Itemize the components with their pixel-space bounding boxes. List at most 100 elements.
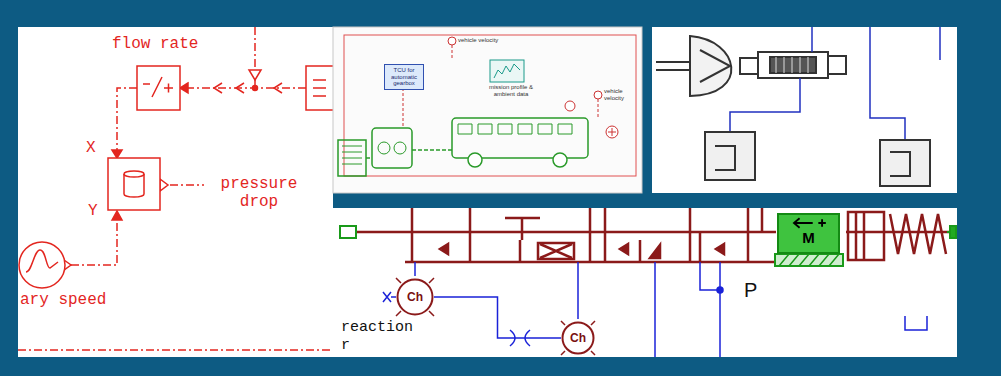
vehicle-model (452, 118, 588, 158)
vehicle-model (598, 99, 599, 118)
valve-body (412, 208, 762, 232)
master-cylinder (776, 57, 808, 73)
valve-body (890, 214, 946, 254)
diagram-label: ary speed (20, 292, 106, 310)
chamber-arrows (396, 278, 434, 316)
vehicle-model (594, 91, 602, 99)
signal-arrow (112, 211, 122, 220)
hydraulic-line (577, 262, 579, 319)
valve-body (650, 245, 660, 258)
sine-source (19, 242, 65, 288)
vehicle-model (606, 126, 618, 138)
chamber-circle: Ch (396, 278, 434, 316)
signal-arrow (112, 150, 122, 158)
diagram-label: vehicle velocity (458, 37, 498, 44)
brake-booster (690, 36, 731, 96)
valve-body (412, 232, 748, 262)
circle-outline (398, 280, 433, 315)
chamber-circle: Ch (561, 321, 595, 355)
gain-block (137, 66, 180, 110)
diagram-label: Y (88, 203, 98, 221)
vehicle-model (338, 140, 366, 176)
sine-source (26, 250, 58, 272)
panel-ground (652, 27, 957, 193)
vehicle-model (372, 128, 412, 168)
vehicle-model (338, 35, 636, 176)
tank-block (108, 158, 160, 210)
node-text: Ch (407, 291, 423, 303)
signal-line (71, 222, 117, 265)
hydraulic-line (719, 262, 721, 357)
valve-body (856, 212, 864, 260)
node-text: M (783, 230, 834, 247)
master-cylinder (828, 56, 846, 74)
signal-arrow (180, 83, 188, 93)
valve-body (356, 231, 950, 234)
hydraulic-line (700, 262, 720, 290)
vehicle-model (608, 128, 616, 136)
valve-body (356, 208, 950, 262)
tank-block (108, 158, 160, 210)
valve-body (505, 218, 540, 240)
vehicle-model (490, 60, 524, 82)
tank-block (124, 174, 144, 197)
signal-line (18, 27, 333, 350)
mechanical-port (775, 254, 843, 266)
control-unit-box: TCU for automatic gearbox (384, 64, 424, 90)
master-cylinder (758, 52, 828, 78)
signal-line (188, 87, 306, 89)
mechanical-port (340, 226, 956, 266)
panel-ground (333, 27, 642, 193)
signal-arrow (253, 86, 258, 91)
valve-body (540, 244, 572, 258)
hydraulic-line (717, 287, 723, 293)
signal-arrow (214, 83, 222, 93)
hydraulic-connector (434, 297, 561, 338)
vehicle-model (553, 153, 567, 167)
master-cylinder (770, 57, 816, 73)
vehicle-model (565, 101, 575, 111)
chamber-arrows (396, 278, 595, 355)
signal-line (117, 88, 137, 150)
chamber-arrows (561, 321, 595, 355)
hydraulic-line (654, 262, 656, 357)
brake-line (870, 27, 905, 140)
signal-arrow (274, 83, 282, 93)
diagram-label: mission profile & ambient data (482, 84, 540, 98)
node-text: TCU for automatic gearbox (386, 67, 422, 87)
panel-ground (18, 27, 333, 357)
brake-booster (740, 58, 758, 74)
vehicle-model (378, 142, 390, 154)
diagram-label: pressure drop (205, 176, 313, 211)
node-text: Ch (570, 332, 586, 344)
hydraulic-line (383, 292, 391, 302)
vehicle-model (468, 153, 482, 167)
sensor-block (313, 80, 326, 96)
gain-block (137, 66, 180, 110)
master-cylinder (758, 52, 846, 78)
vehicle-model (494, 64, 520, 78)
vehicle-model (394, 142, 406, 154)
signal-line (254, 27, 256, 70)
brake-line (730, 27, 940, 140)
signal-arrow (160, 179, 168, 191)
brake-booster (656, 62, 690, 70)
diagram-label: r (341, 338, 350, 355)
signal-line (18, 349, 333, 351)
hydraulic-line (414, 262, 416, 276)
brake-caliper (715, 146, 735, 170)
diagram-label: flow rate (112, 36, 198, 54)
mechanical-port (779, 254, 839, 266)
valve-body (538, 243, 574, 259)
tank-block (124, 171, 144, 177)
vehicle-model (344, 35, 636, 176)
panel-ground (333, 208, 957, 357)
brake-caliper (705, 132, 755, 180)
brake-caliper (880, 140, 930, 186)
brake-caliper (705, 132, 930, 186)
diagram-label: vehicle velocity (604, 88, 634, 102)
diagram-label: P (744, 279, 757, 301)
circle-outline (563, 323, 594, 354)
